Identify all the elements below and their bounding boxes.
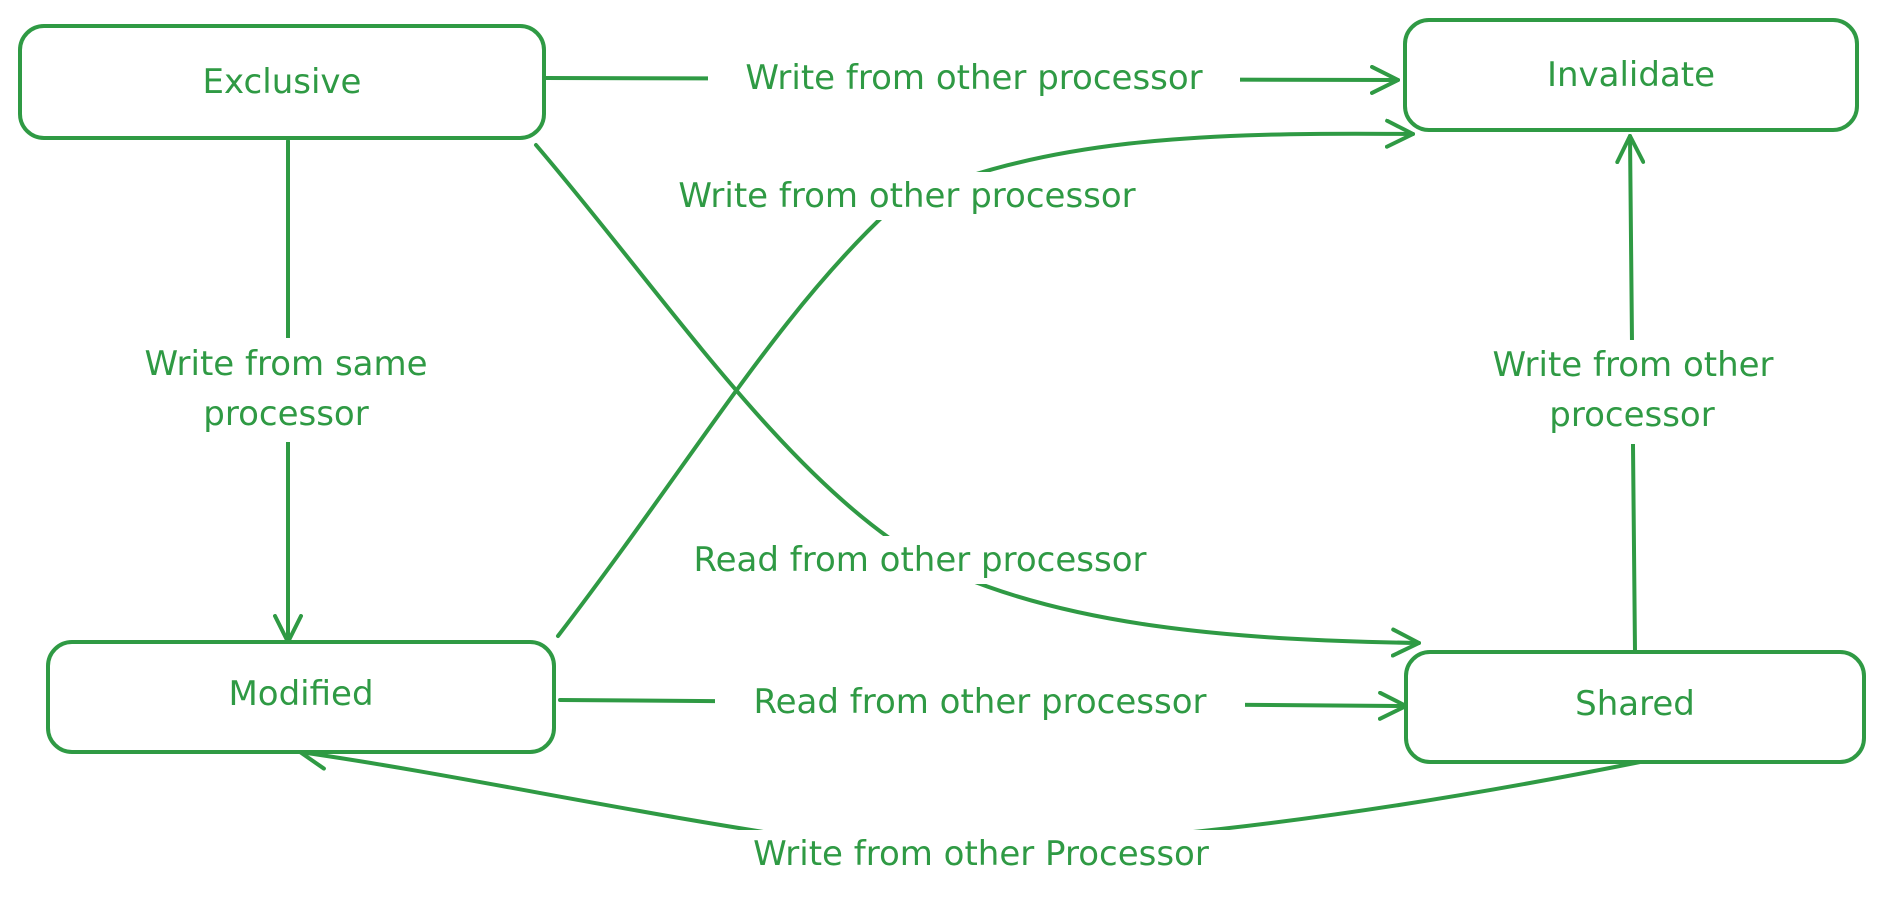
edge-label-exclusive-to-invalidate: Write from other processor [745,58,1202,98]
state-box-modified [46,640,556,754]
state-label-invalidate: Invalidate [1547,55,1715,95]
edge-label-modified-to-shared: Read from other processor [754,682,1207,722]
edge-label-exclusive-to-modified-line1: Write from same [144,344,427,384]
state-label-exclusive: Exclusive [203,62,362,102]
edge-label-exclusive-to-shared: Read from other processor [694,540,1147,580]
edge-label-shared-to-invalidate-line2: processor [1549,395,1714,435]
state-box-invalidate [1403,18,1859,132]
edge-label-exclusive-to-modified-line2: processor [203,394,368,434]
edge-label-modified-to-invalidate: Write from other processor [678,176,1135,216]
state-box-exclusive [18,24,546,140]
state-label-modified: Modified [228,674,373,714]
state-box-shared [1404,650,1866,764]
edge-label-shared-to-modified: Write from other Processor [753,834,1209,874]
edge-label-shared-to-invalidate-line1: Write from other [1492,345,1773,385]
state-label-shared: Shared [1575,684,1695,724]
